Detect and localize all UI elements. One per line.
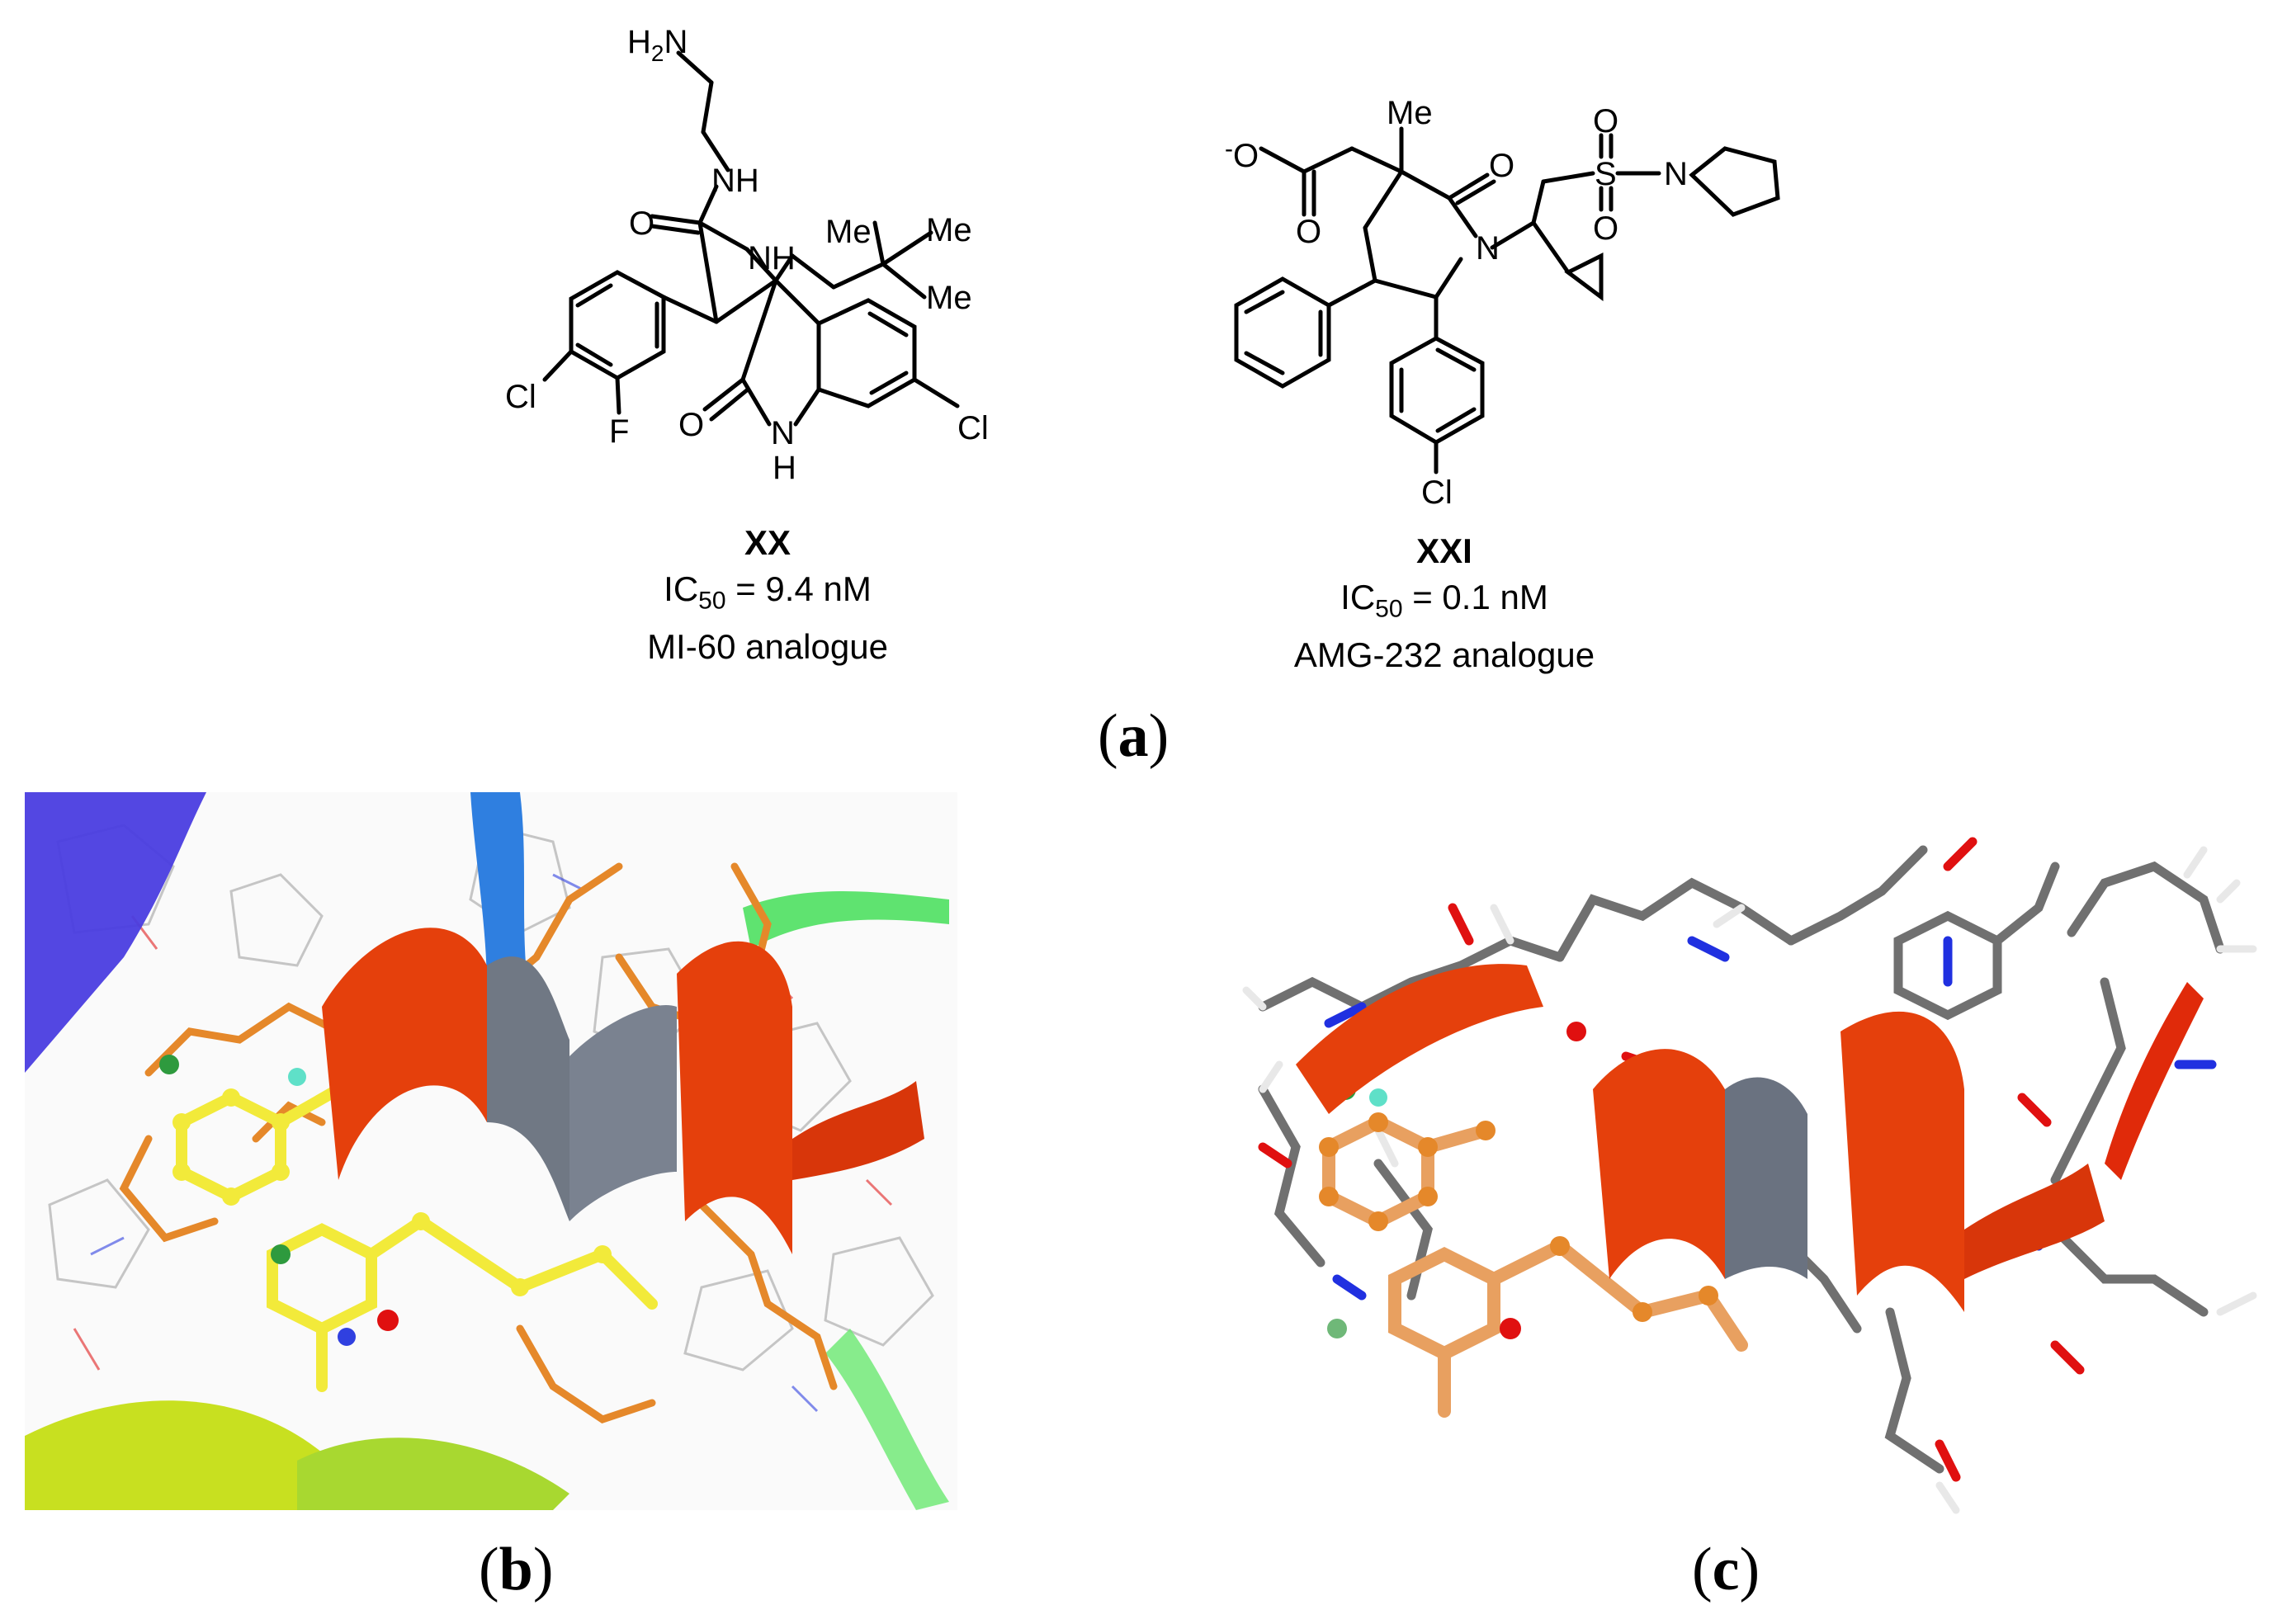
atom-h2n-n: N (664, 24, 688, 60)
svg-text:H2N: H2N (627, 24, 688, 66)
caption-compound-xx: XX IC50 = 9.4 nM MI-60 analogue (561, 520, 974, 670)
panel-label-a: (a) (1098, 702, 1169, 770)
atom-h-lactam: H (773, 450, 796, 486)
docking-scene-b (25, 792, 949, 1510)
atom-nh-ring: NH (748, 240, 796, 276)
atom-n-lactam: N (771, 415, 795, 451)
overlay-render-c (1230, 817, 2270, 1527)
compound-id: XXI (1416, 531, 1472, 570)
ic50-prefix: IC (1340, 578, 1376, 616)
atom-cl: Cl (1421, 474, 1453, 511)
atom-me-1: Me (825, 214, 872, 250)
atom-minus: - (1225, 135, 1233, 163)
atom-n-pyr: N (1664, 156, 1688, 192)
atom-f: F (609, 413, 629, 450)
structure-xx: H2N NH O NH Me Me Me Cl F O N H Cl (505, 24, 989, 486)
atom-o-neg: O (1233, 138, 1259, 174)
atom-o-s2: O (1593, 210, 1618, 247)
structure-xxi: - O O Me O N S O O N Cl (1225, 95, 1780, 511)
compound-id: XX (744, 523, 791, 562)
docking-render-b (25, 792, 957, 1510)
ic50-line: IC50 = 9.4 nM (561, 566, 974, 624)
atom-o-s1: O (1593, 103, 1618, 139)
compound-note: AMG-232 analogue (1293, 635, 1595, 675)
atom-me-3: Me (926, 280, 972, 316)
ic50-value: = 9.4 nM (725, 569, 872, 608)
panel-label-b: (b) (479, 1536, 554, 1603)
panel-letter-b: b (499, 1536, 533, 1603)
atom-nh-amide: NH (711, 163, 759, 199)
atom-o-carb: O (1296, 214, 1321, 250)
panel-letter-c: c (1712, 1536, 1740, 1603)
ic50-prefix: IC (664, 569, 699, 608)
atom-o-amide: O (629, 205, 654, 242)
atom-o-lactam: O (678, 407, 704, 443)
compound-note: MI-60 analogue (647, 627, 888, 667)
ic50-line: IC50 = 0.1 nM (1238, 574, 1651, 632)
caption-compound-xxi: XXI IC50 = 0.1 nM AMG-232 analogue (1238, 528, 1651, 678)
atom-s: S (1595, 156, 1617, 192)
overlay-scene-c (1242, 837, 2257, 1514)
panel-label-c: (c) (1692, 1536, 1760, 1603)
atom-o-keto: O (1489, 148, 1514, 184)
atom-me-2: Me (926, 212, 972, 248)
panel-letter-a: a (1118, 702, 1149, 770)
ic50-value: = 0.1 nM (1402, 578, 1548, 616)
atom-me: Me (1387, 95, 1433, 131)
atom-cl-1: Cl (505, 379, 536, 415)
atom-h2n: H (627, 24, 651, 60)
atom-h2n-sub: 2 (651, 40, 664, 66)
ic50-sub: 50 (1375, 595, 1403, 623)
atom-n: N (1476, 230, 1500, 267)
ic50-sub: 50 (698, 587, 726, 615)
atom-cl-2: Cl (957, 410, 989, 446)
